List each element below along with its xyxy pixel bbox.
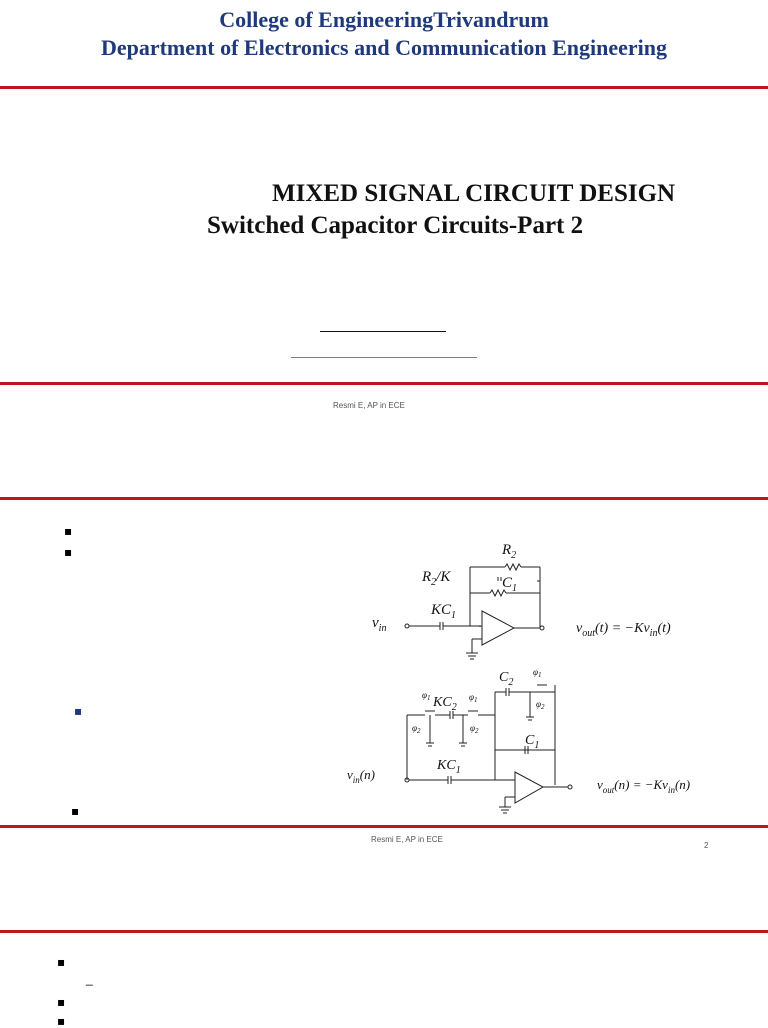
switched-capacitor-circuit-diagram: R2 R2/K C1 KC1 vin vout(t) = −Kvin(t) φ1… xyxy=(347,542,690,814)
slide-title: MIXED SIGNAL CIRCUIT DESIGN xyxy=(272,180,676,207)
slide1-bottom-divider xyxy=(0,382,768,385)
slide2-bottom-divider xyxy=(0,825,768,828)
bullet: ▪ xyxy=(57,955,66,969)
author-underline xyxy=(320,331,446,332)
label-c1: C1 xyxy=(502,575,517,594)
label-phi1: φ1 xyxy=(533,667,541,679)
slide1-footer: Resmi E, AP in ECE xyxy=(333,401,405,410)
link-underline[interactable] xyxy=(291,357,477,358)
label-phi2-left: φ2 xyxy=(412,723,421,735)
label-c1-bottom: C1 xyxy=(525,733,539,751)
bullet: ▪ xyxy=(71,804,80,818)
dash-mark: _ xyxy=(86,972,93,986)
slide-subtitle: Switched Capacitor Circuits-Part 2 xyxy=(207,212,584,239)
slide2-footer: Resmi E, AP in ECE xyxy=(371,835,443,844)
label-vout-n-equation: vout(n) = −Kvin(n) xyxy=(597,777,690,795)
bullet: ▪ xyxy=(74,704,83,718)
label-phi2-right: φ2 xyxy=(536,699,545,711)
label-phi1-mid: φ1 xyxy=(469,692,477,704)
label-vin: vin xyxy=(372,615,386,634)
label-phi1-left: φ1 xyxy=(422,690,430,702)
slide3-top-divider xyxy=(0,930,768,933)
label-r2-over-k: R2/K xyxy=(421,569,451,588)
output-node xyxy=(539,625,545,631)
input-node xyxy=(404,623,410,629)
label-kc1-bottom: KC1 xyxy=(436,758,461,776)
label-phi2-mid: φ2 xyxy=(470,723,479,735)
bullet: ▪ xyxy=(57,1014,66,1028)
label-c2: C2 xyxy=(499,670,513,688)
label-kc1: KC1 xyxy=(430,602,456,621)
slide2-top-divider xyxy=(0,497,768,500)
label-vin-n: vin(n) xyxy=(347,767,375,785)
bullet: ▪ xyxy=(57,995,66,1009)
header-divider xyxy=(0,86,768,89)
bullet: ▪ xyxy=(64,524,73,538)
college-name: College of EngineeringTrivandrum xyxy=(219,7,549,32)
label-r2: R2 xyxy=(501,542,516,561)
bullet: ▪ xyxy=(64,545,73,559)
department-name: Department of Electronics and Communicat… xyxy=(100,35,668,60)
label-kc2: KC2 xyxy=(432,695,457,713)
page-number: 2 xyxy=(704,841,709,850)
label-vout-equation: vout(t) = −Kvin(t) xyxy=(576,621,671,639)
